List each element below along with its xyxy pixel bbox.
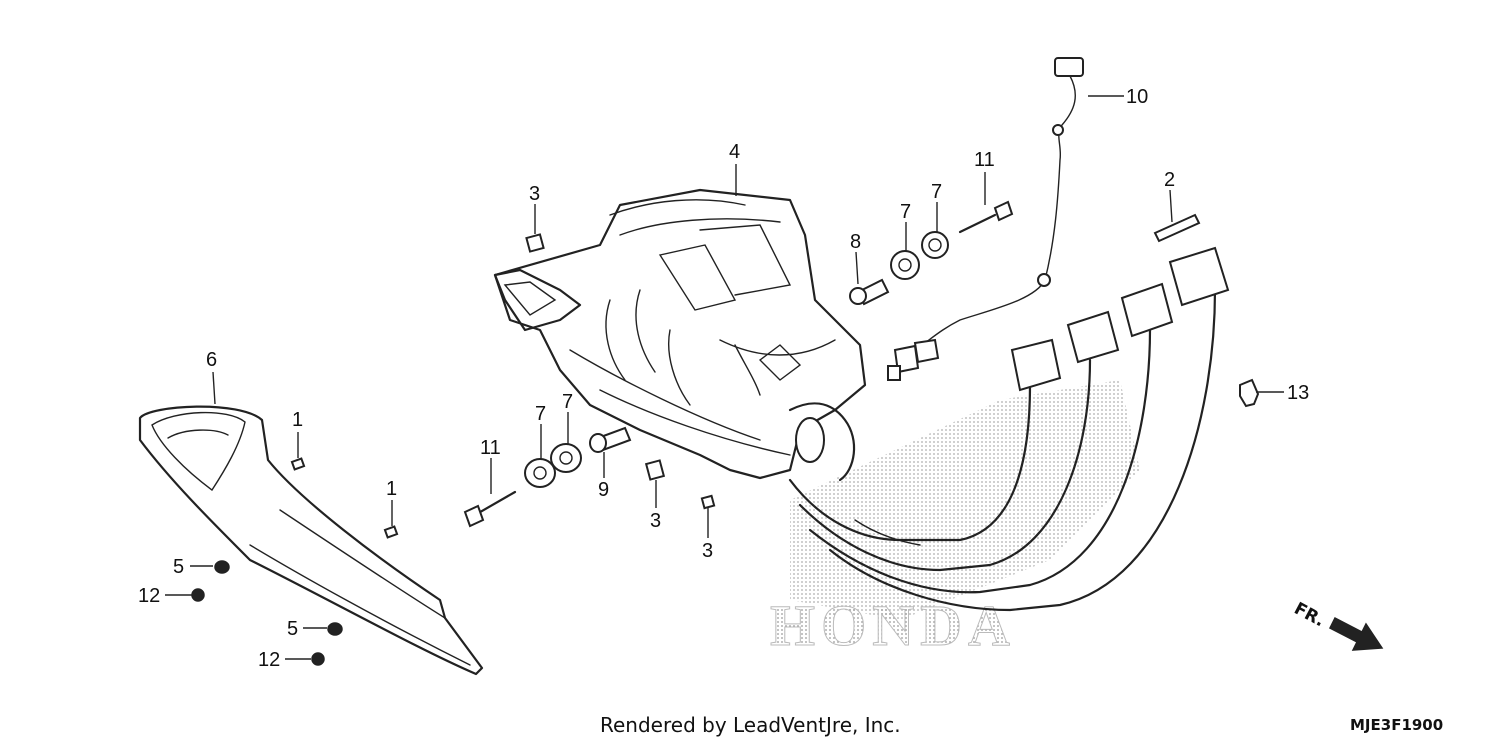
- callout-7-b: 7: [931, 181, 942, 203]
- part-10-oxygen-sensor: [887, 57, 1084, 381]
- callout-5-b: 5: [287, 618, 298, 640]
- part-9-collar: [589, 426, 632, 453]
- callout-7-d: 7: [562, 391, 573, 413]
- part-3-nut-b: [644, 459, 666, 481]
- exhaust-headers: [788, 246, 1230, 612]
- honda-logo: HONDA: [770, 593, 1016, 658]
- front-direction-indicator: FR.: [1291, 599, 1384, 651]
- callout-11-a: 11: [974, 149, 995, 171]
- part-1-clip-b: [383, 525, 399, 539]
- part-11-bolt-upper: [958, 200, 1014, 234]
- callout-3-a: 3: [529, 183, 540, 205]
- callout-1-b: 1: [386, 478, 397, 500]
- callout-12-a: 12: [138, 585, 160, 607]
- callout-13: 13: [1287, 382, 1309, 404]
- callout-1-a: 1: [292, 409, 303, 431]
- part-4-muffler: [493, 188, 867, 482]
- callout-6: 6: [206, 349, 217, 371]
- callout-12-b: 12: [258, 649, 280, 671]
- diagram-code: MJE3F1900: [1350, 716, 1443, 734]
- dotted-shadow: [790, 380, 1140, 620]
- callout-3-b: 3: [650, 510, 661, 532]
- part-5-grommet-b: [327, 622, 343, 636]
- callout-8: 8: [850, 231, 861, 253]
- callout-7-a: 7: [900, 201, 911, 223]
- front-arrow-icon: [1328, 616, 1384, 651]
- callout-9: 9: [598, 479, 609, 501]
- callout-2: 2: [1164, 169, 1175, 191]
- callout-3-c: 3: [702, 540, 713, 562]
- callout-11-b: 11: [480, 437, 501, 459]
- part-3-nut-c: [700, 494, 716, 510]
- part-12-screw-b: [311, 652, 325, 666]
- callout-5-a: 5: [173, 556, 184, 578]
- footer-credit: Rendered by LeadVentJre, Inc.: [600, 713, 901, 737]
- callout-4: 4: [729, 141, 740, 163]
- direction-label: FR.: [1291, 599, 1328, 631]
- part-11-bolt-lower: [463, 490, 517, 528]
- part-6-muffler-cover: [138, 405, 484, 676]
- part-5-grommet-a: [214, 560, 230, 574]
- part-2-gasket: [1153, 213, 1201, 243]
- part-8-collar: [849, 278, 890, 306]
- part-13-clip: [1239, 378, 1260, 408]
- part-1-clip-a: [290, 457, 306, 471]
- part-3-nut-a: [525, 233, 545, 253]
- callout-10: 10: [1126, 86, 1148, 108]
- part-7-rubber-mounts: [524, 231, 949, 488]
- callout-7-c: 7: [535, 403, 546, 425]
- part-12-screw-a: [191, 588, 205, 602]
